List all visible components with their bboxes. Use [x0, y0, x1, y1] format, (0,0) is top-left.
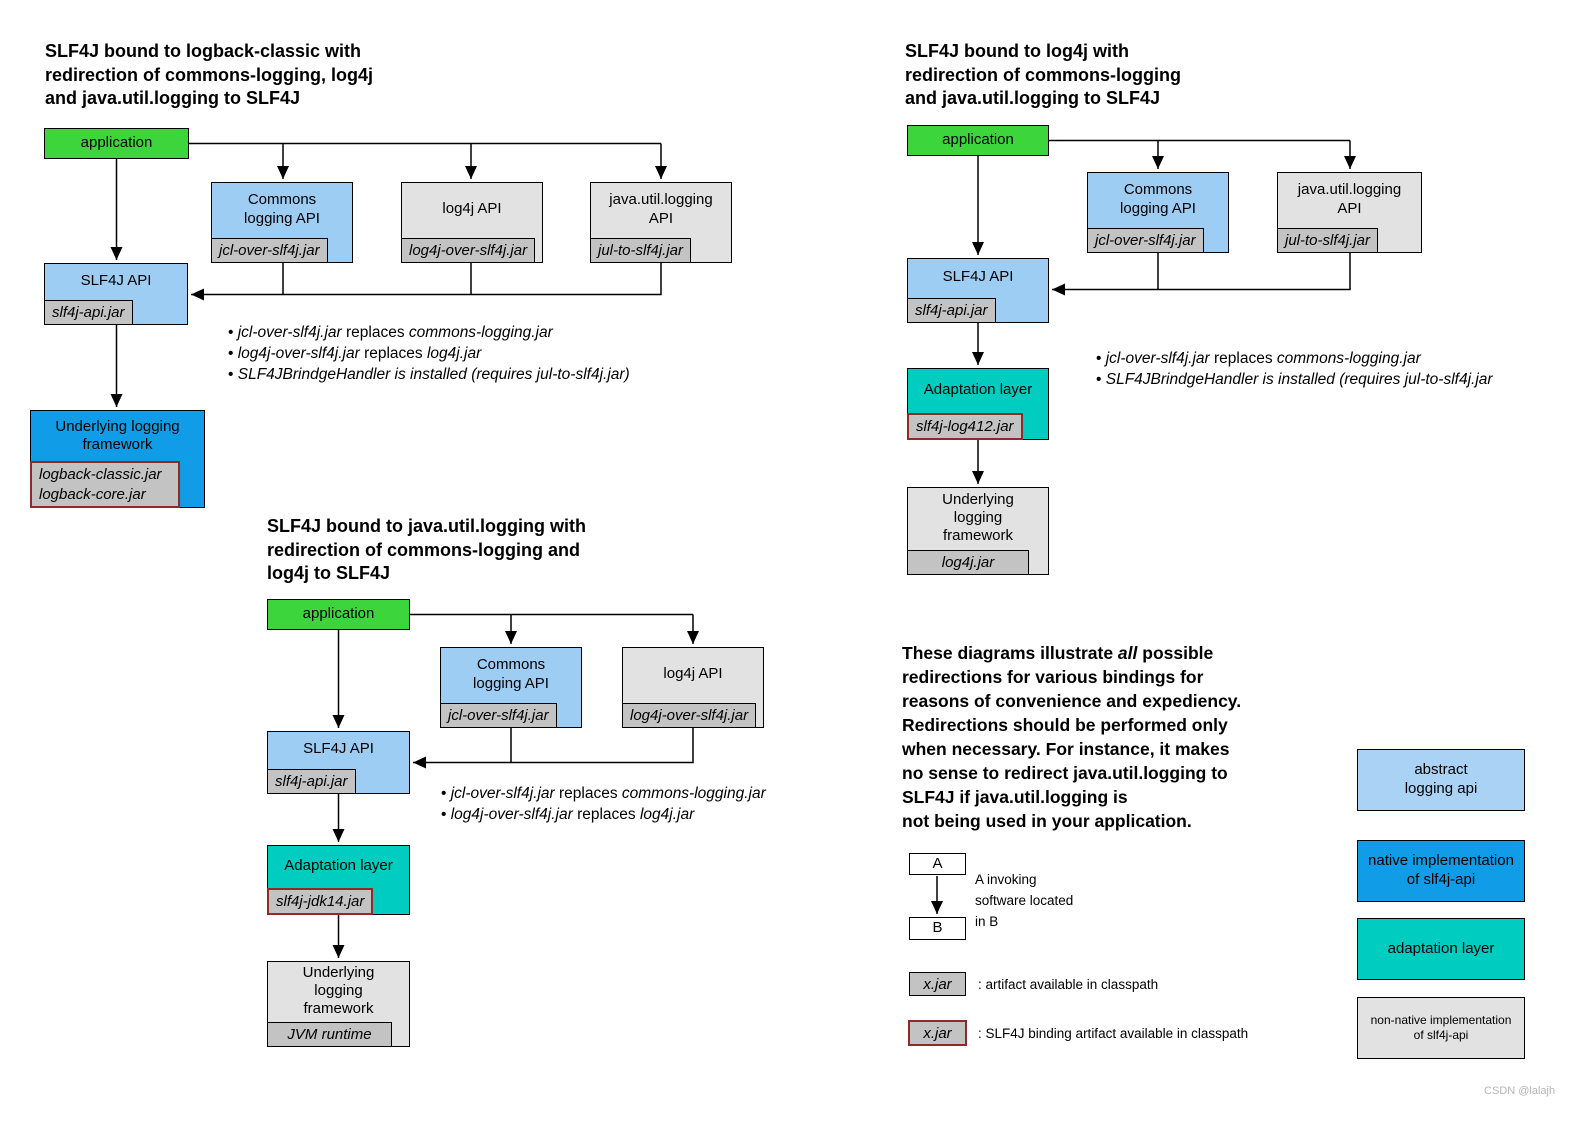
binding-jar-label: slf4j-jdk14.jar [267, 887, 374, 915]
watermark: CSDN @lalajh [1484, 1085, 1556, 1097]
commons-logging-api-box: Commons logging API jcl-over-slf4j.jar [440, 647, 582, 728]
log4j-api-box: log4j API log4j-over-slf4j.jar [622, 647, 764, 728]
box-label: Underlying logging framework [302, 963, 375, 1018]
underlying-framework-box: Underlying logging framework log4j.jar [907, 487, 1049, 575]
legend-adaptation-layer: adaptation layer [1357, 918, 1525, 980]
diagram-jul-title: SLF4J bound to java.util.logging with re… [267, 516, 586, 583]
box-label: application [80, 134, 153, 152]
bullet-item: SLF4JBrindgeHandler is installed (requir… [1096, 369, 1587, 390]
legend-b-box: B [909, 917, 966, 940]
box-label: application [302, 605, 375, 623]
binding-jar-label: logback-classic.jar logback-core.jar [30, 461, 180, 508]
diagram-log4j-title: SLF4J bound to log4j with redirection of… [905, 41, 1182, 108]
arrow-apis-to-slf4j [413, 728, 694, 769]
jar-label: log4j.jar [907, 549, 1029, 575]
jar-label: log4j-over-slf4j.jar [401, 237, 536, 263]
bullet-item: log4j-over-slf4j.jar replaces log4j.jar [441, 804, 881, 825]
box-label: Underlying logging framework [942, 490, 1014, 545]
box-label: java.util.logging API [1297, 181, 1402, 217]
redirections-note: These diagrams illustrate all possible r… [902, 643, 1242, 831]
slf4j-api-box: SLF4J API slf4j-api.jar [267, 731, 410, 794]
box-label: B [932, 919, 943, 937]
box-label: Adaptation layer [923, 380, 1033, 398]
application-box: application [267, 599, 410, 630]
diagram-logback-title: SLF4J bound to logback-classic with redi… [45, 41, 374, 108]
jar-label: jul-to-slf4j.jar [590, 237, 692, 263]
adaptation-layer-box: Adaptation layer slf4j-jdk14.jar [267, 845, 410, 915]
box-label: A [932, 854, 943, 872]
legend-native-implementation: native implementation of slf4j-api [1357, 840, 1525, 902]
legend-artifact-caption: : artifact available in classpath [978, 977, 1159, 992]
bullet-item: jcl-over-slf4j.jar replaces commons-logg… [228, 322, 748, 343]
box-label: Commons logging API [473, 656, 549, 692]
box-label: java.util.logging API [609, 191, 713, 227]
legend-a-box: A [909, 853, 966, 875]
jar-label: jcl-over-slf4j.jar [440, 702, 557, 728]
jar-label: slf4j-api.jar [907, 297, 996, 323]
jar-label: jcl-over-slf4j.jar [211, 237, 328, 263]
jul-api-box: java.util.logging API jul-to-slf4j.jar [590, 182, 732, 263]
slf4j-api-box: SLF4J API slf4j-api.jar [44, 263, 188, 325]
jar-label: log4j-over-slf4j.jar [622, 702, 757, 728]
arrow-apis-to-slf4j [1052, 253, 1351, 296]
box-label: Underlying logging framework [55, 417, 180, 453]
box-label: SLF4J API [80, 271, 152, 289]
box-label: SLF4J API [303, 740, 374, 758]
application-box: application [44, 128, 189, 159]
jul-notes: jcl-over-slf4j.jar replaces commons-logg… [441, 783, 881, 825]
bullet-item: jcl-over-slf4j.jar replaces commons-logg… [1096, 348, 1587, 369]
logback-notes: jcl-over-slf4j.jar replaces commons-logg… [228, 322, 748, 385]
legend-binding-caption: : SLF4J binding artifact available in cl… [978, 1026, 1249, 1041]
bullet-item: jcl-over-slf4j.jar replaces commons-logg… [441, 783, 881, 804]
box-label: log4j API [442, 200, 502, 218]
jar-label: slf4j-api.jar [267, 768, 356, 794]
box-label: SLF4J API [942, 268, 1014, 286]
jar-label: slf4j-api.jar [44, 299, 133, 325]
commons-logging-api-box: Commons logging API jcl-over-slf4j.jar [1087, 172, 1229, 253]
legend-ab-caption: A invoking software located in B [975, 872, 1074, 929]
underlying-framework-box: Underlying logging framework logback-cla… [30, 410, 205, 508]
commons-logging-api-box: Commons logging API jcl-over-slf4j.jar [211, 182, 353, 263]
box-label: log4j API [663, 665, 723, 683]
box-label: Adaptation layer [284, 856, 393, 874]
slf4j-api-box: SLF4J API slf4j-api.jar [907, 258, 1049, 323]
legend-non-native-implementation: non-native implementation of slf4j-api [1357, 997, 1525, 1059]
jar-label: jcl-over-slf4j.jar [1087, 227, 1204, 253]
box-label: Commons logging API [1120, 181, 1196, 217]
jar-label: jul-to-slf4j.jar [1277, 227, 1379, 253]
legend-binding-jar: x.jar [908, 1020, 967, 1046]
legend-artifact-jar: x.jar [909, 972, 966, 996]
bullet-item: SLF4JBrindgeHandler is installed (requir… [228, 364, 748, 385]
box-label: application [942, 131, 1014, 149]
adaptation-layer-box: Adaptation layer slf4j-log412.jar [907, 368, 1049, 440]
box-label: Commons logging API [244, 191, 320, 227]
application-box: application [907, 125, 1049, 156]
legend-abstract-logging-api: abstract logging api [1357, 749, 1525, 811]
bullet-item: log4j-over-slf4j.jar replaces log4j.jar [228, 343, 748, 364]
log4j-api-box: log4j API log4j-over-slf4j.jar [401, 182, 543, 263]
jul-api-box: java.util.logging API jul-to-slf4j.jar [1277, 172, 1422, 253]
jar-label: JVM runtime [267, 1021, 392, 1047]
binding-jar-label: slf4j-log412.jar [907, 412, 1023, 440]
underlying-framework-box: Underlying logging framework JVM runtime [267, 961, 410, 1047]
log4j-notes: jcl-over-slf4j.jar replaces commons-logg… [1096, 348, 1587, 390]
arrow-apis-to-slf4j [191, 263, 662, 301]
